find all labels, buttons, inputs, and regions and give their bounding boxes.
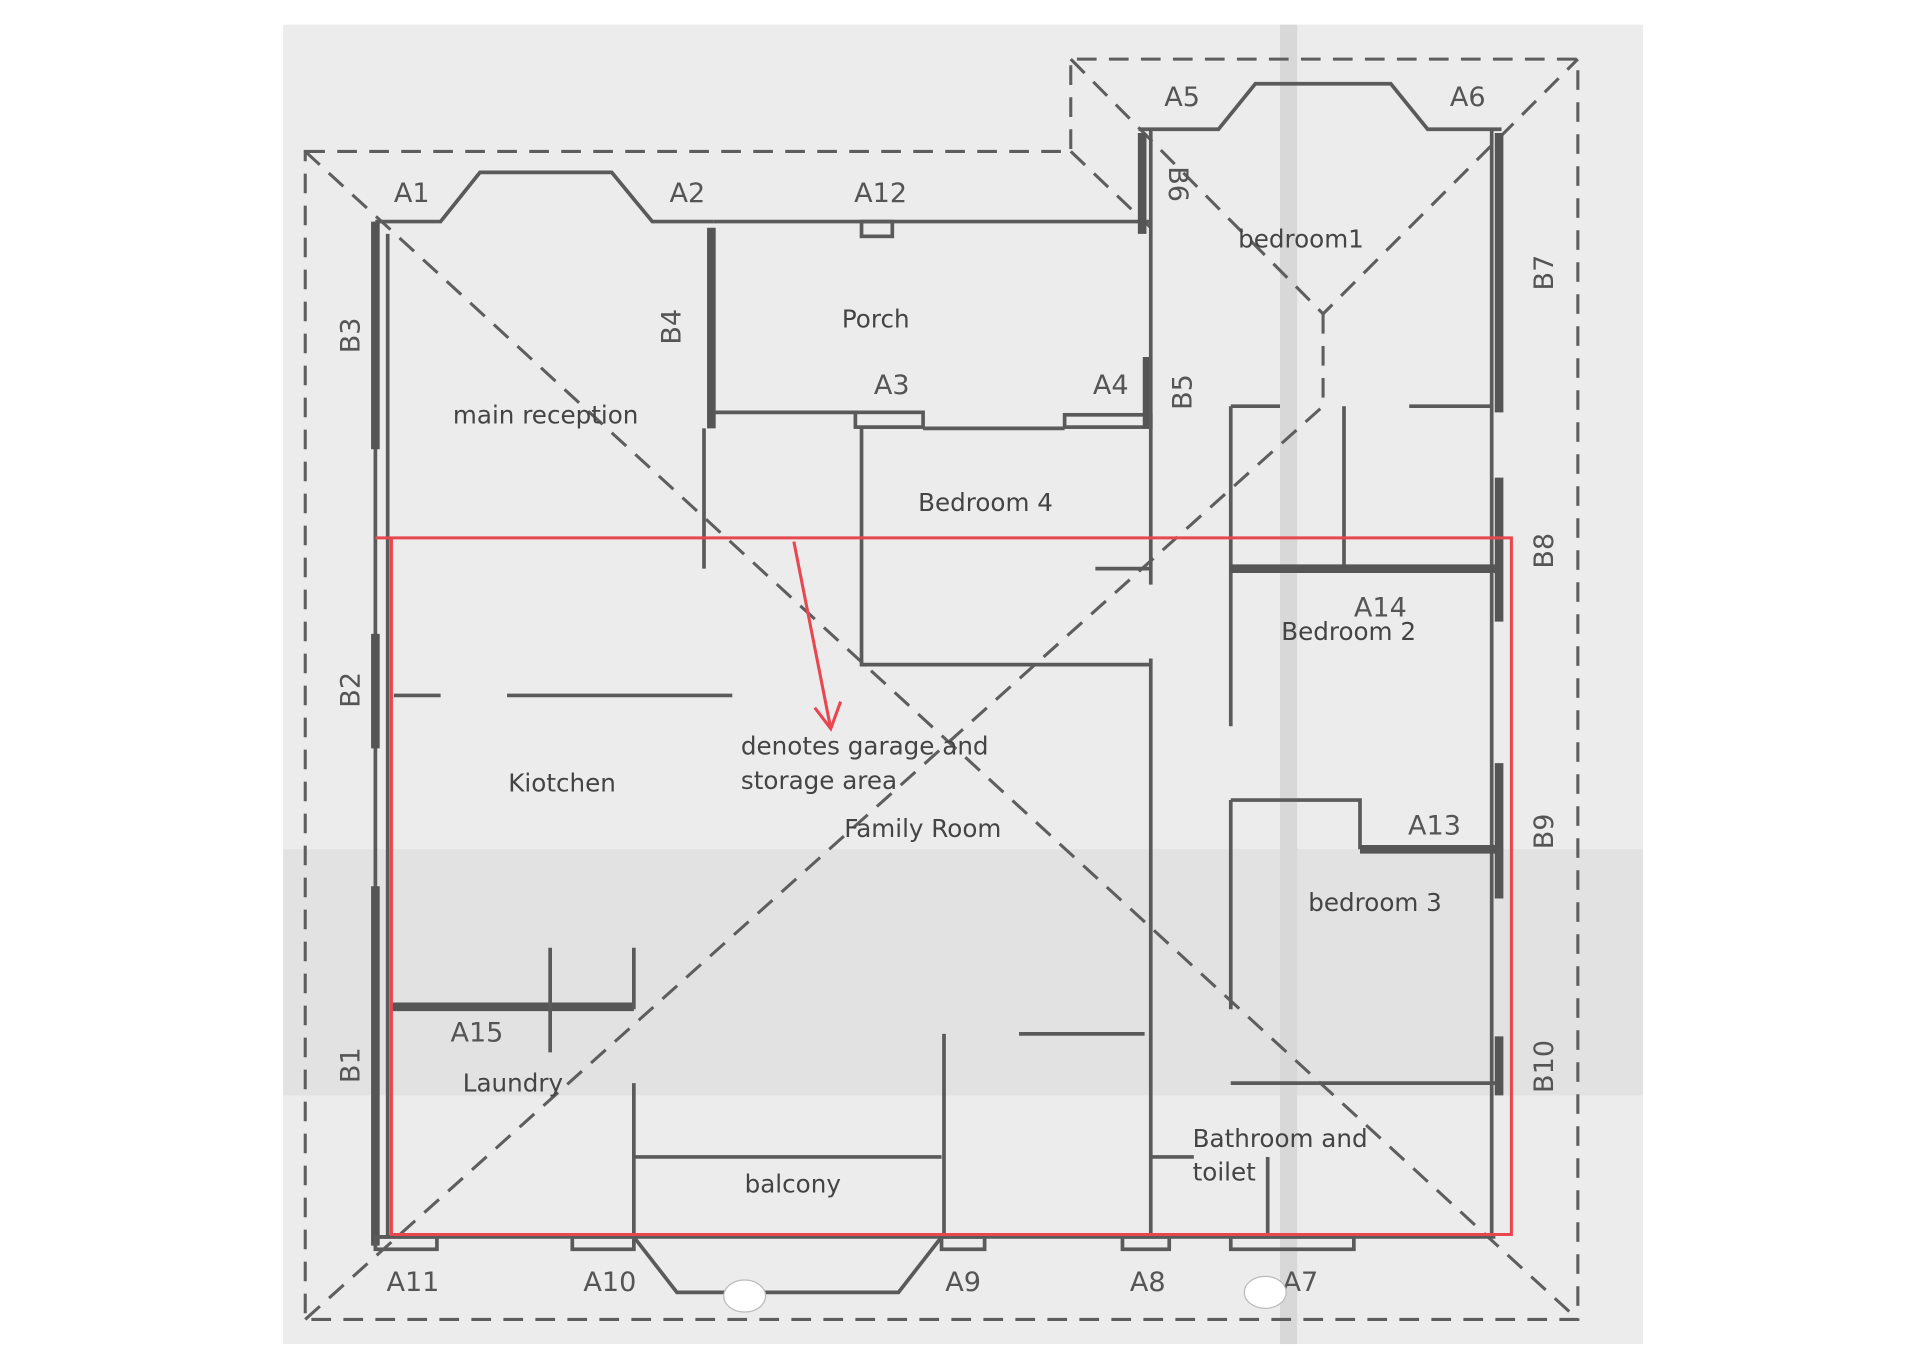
code-b1: B1 [335, 1047, 366, 1083]
room-label-laundry: Laundry [463, 1069, 563, 1098]
code-a11: A11 [386, 1267, 439, 1298]
room-label-family-room: Family Room [844, 814, 1001, 843]
room-label-bedroom3: bedroom 3 [1308, 888, 1442, 917]
walls [371, 81, 1504, 1295]
room-label-bedroom4: Bedroom 4 [918, 488, 1053, 517]
code-a2: A2 [670, 178, 706, 209]
paper-hole [1243, 1275, 1287, 1309]
shadow-band [283, 849, 1644, 1096]
code-a7: A7 [1282, 1267, 1318, 1298]
code-a8: A8 [1130, 1267, 1166, 1298]
paper-scan [283, 24, 1644, 1345]
code-a10: A10 [583, 1267, 636, 1298]
room-label-toilet: toilet [1193, 1157, 1257, 1186]
room-label-bathroom: Bathroom and [1193, 1124, 1368, 1153]
code-a6: A6 [1450, 82, 1486, 113]
code-b10: B10 [1529, 1040, 1560, 1093]
roof-valley [1069, 150, 1152, 229]
code-a13: A13 [1408, 810, 1461, 841]
code-a9: A9 [945, 1267, 981, 1298]
room-label-kitchen: Kiotchen [508, 768, 616, 797]
code-b5: B5 [1167, 374, 1198, 410]
code-b4: B4 [657, 309, 688, 345]
room-label-porch: Porch [842, 304, 910, 333]
code-a14: A14 [1354, 593, 1407, 624]
wall-codes: A1 A2 A12 A3 A4 A5 A6 A14 A13 A15 A11 A1… [335, 82, 1560, 1298]
paper-hole [723, 1279, 767, 1313]
room-label-bedroom1: bedroom1 [1238, 224, 1364, 253]
code-b9: B9 [1529, 813, 1560, 849]
code-a12: A12 [854, 178, 907, 209]
code-a5: A5 [1164, 82, 1200, 113]
room-label-balcony: balcony [745, 1170, 841, 1199]
code-a3: A3 [874, 370, 910, 401]
roof-hip-line-3 [1069, 58, 1579, 317]
annotation-text-line1: denotes garage and [741, 731, 989, 760]
code-b7: B7 [1529, 255, 1560, 291]
annotation-text-line2: storage area [741, 766, 897, 795]
code-a1: A1 [394, 178, 430, 209]
code-b3: B3 [335, 317, 366, 353]
garage-storage-highlight [375, 536, 1513, 1237]
room-label-bedroom2: Bedroom 2 [1281, 617, 1416, 646]
code-a15: A15 [450, 1017, 503, 1048]
paper-fold [1280, 24, 1298, 1345]
room-label-main-reception: main reception [453, 400, 638, 429]
code-b6: B6 [1162, 166, 1193, 202]
roof-hip-line-2 [304, 313, 1325, 1321]
code-b2: B2 [335, 672, 366, 708]
code-a4: A4 [1093, 370, 1129, 401]
code-b8: B8 [1529, 533, 1560, 569]
